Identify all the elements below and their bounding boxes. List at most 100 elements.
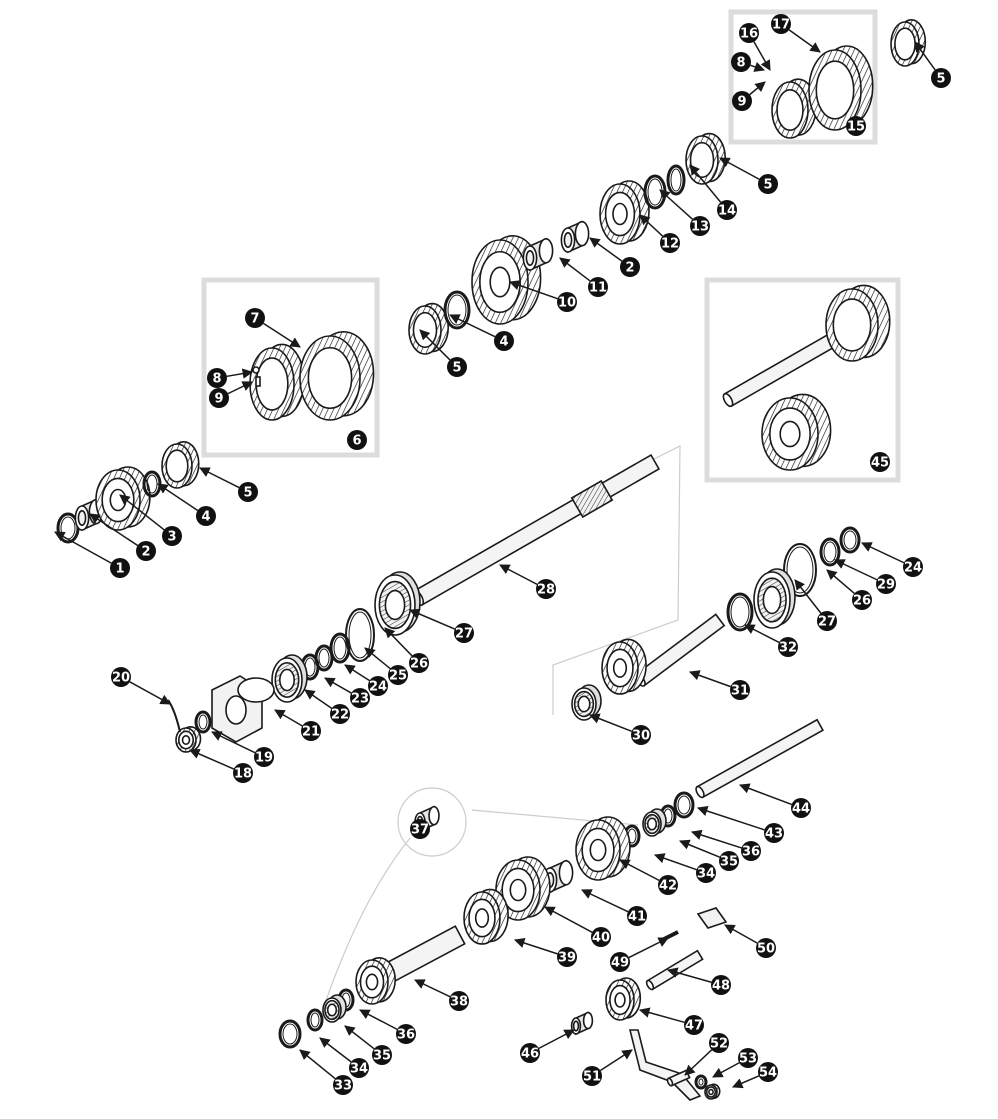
part-48-pin [645, 949, 704, 991]
callout-17: 17 [771, 14, 791, 34]
callout-label: 34 [697, 867, 715, 882]
part-33-washer [278, 1019, 302, 1049]
callout-1: 1 [110, 558, 130, 578]
leader-arrow-48 [666, 967, 712, 983]
part-27-bearing [374, 571, 421, 636]
leader-arrow-35 [679, 839, 721, 858]
leader-arrow-47 [638, 1007, 685, 1024]
callout-label: 12 [661, 237, 679, 252]
callouts-layer: 1234567891011212131454516178915545282726… [110, 14, 951, 1095]
detail-boxes [201, 9, 901, 483]
part-51-lever [628, 1029, 702, 1101]
callout-label: 48 [712, 979, 730, 994]
leader-arrow-34 [654, 853, 697, 871]
part-46-bush [570, 1011, 594, 1036]
part-19-washer [194, 710, 212, 734]
callout-50: 50 [756, 938, 776, 958]
callout-label: 35 [373, 1049, 391, 1064]
leader-arrow-49 [628, 937, 669, 959]
callout-label: 10 [558, 296, 576, 311]
callout-label: 4 [201, 510, 210, 525]
part-5-synchro-ring [161, 440, 200, 489]
leader-arrow-8 [750, 61, 765, 72]
leader-arrow-50 [724, 924, 758, 944]
leader-arrow-38 [414, 979, 451, 998]
leader-arrow-34 [319, 1037, 352, 1063]
callout-6: 6 [347, 430, 367, 450]
leader-arrow-42 [619, 859, 660, 882]
callout-7: 7 [245, 308, 265, 328]
leader-arrow-52 [684, 1049, 713, 1076]
callout-8: 8 [207, 368, 227, 388]
callout-25: 25 [388, 665, 408, 685]
callout-label: 26 [410, 657, 428, 672]
callout-label: 49 [611, 956, 629, 971]
callout-label: 5 [243, 486, 252, 501]
leader-arrow-53 [712, 1062, 740, 1078]
leader-arrow-8 [226, 368, 254, 379]
callout-23: 23 [350, 688, 370, 708]
leader-arrow-14 [689, 164, 722, 203]
part-28-mainshaft [411, 453, 661, 607]
leader-arrow-46 [538, 1029, 575, 1050]
callout-label: 22 [331, 708, 349, 723]
callout-label: 27 [818, 615, 836, 630]
part-54-nut [704, 1083, 721, 1100]
callout-5: 5 [238, 482, 258, 502]
callout-label: 38 [450, 995, 468, 1010]
part-28-spline [570, 479, 614, 519]
leader-arrow-27 [409, 608, 456, 630]
leader-arrow-10 [509, 280, 558, 300]
callout-45: 45 [870, 452, 890, 472]
callout-label: 26 [853, 594, 871, 609]
callout-label: 15 [847, 120, 865, 135]
leader-arrow-41 [581, 889, 629, 913]
callout-label: 31 [731, 684, 749, 699]
leader-arrow-28 [499, 564, 538, 586]
callout-12: 12 [660, 233, 680, 253]
callout-27: 27 [817, 611, 837, 631]
callout-label: 53 [739, 1052, 757, 1067]
callout-label: 34 [350, 1062, 368, 1077]
leader-arrows [54, 29, 936, 1089]
part-20-split-pin [167, 699, 181, 733]
part-24-ring-b [839, 526, 861, 554]
callout-label: 3 [167, 530, 176, 545]
callout-38: 38 [449, 991, 469, 1011]
callout-label: 18 [234, 767, 252, 782]
part-44-shaft [695, 718, 825, 799]
part-22-bearing [271, 654, 308, 703]
callout-31: 31 [730, 680, 750, 700]
callout-label: 30 [632, 729, 650, 744]
callout-label: 8 [736, 56, 745, 71]
callout-52: 52 [709, 1033, 729, 1053]
part-31-gear [601, 638, 647, 695]
callout-label: 2 [141, 545, 150, 560]
callout-27: 27 [454, 623, 474, 643]
callout-47: 47 [684, 1015, 704, 1035]
callout-19: 19 [254, 747, 274, 767]
callout-28: 28 [536, 579, 556, 599]
callout-4: 4 [494, 331, 514, 351]
callout-48: 48 [711, 975, 731, 995]
part-35-bearing [642, 808, 667, 837]
callout-18: 18 [233, 763, 253, 783]
leader-arrow-21 [274, 709, 303, 727]
callout-label: 47 [685, 1019, 703, 1034]
part-3-gear [95, 466, 151, 531]
leader-arrow-40 [544, 906, 593, 933]
part-30-needle-bearing [571, 684, 602, 721]
callout-label: 36 [742, 845, 760, 860]
callout-label: 5 [763, 178, 772, 193]
leader-arrow-11 [559, 257, 591, 282]
callout-51: 51 [582, 1066, 602, 1086]
callout-label: 11 [589, 281, 607, 296]
part-39-gear [463, 888, 509, 945]
callout-label: 6 [352, 434, 361, 449]
callout-26: 26 [409, 653, 429, 673]
part-35-bearing-b [322, 994, 347, 1023]
callout-24: 24 [903, 557, 923, 577]
leader-arrow-24 [344, 664, 370, 682]
part-9-spring [255, 376, 261, 387]
callout-label: 17 [772, 18, 790, 33]
